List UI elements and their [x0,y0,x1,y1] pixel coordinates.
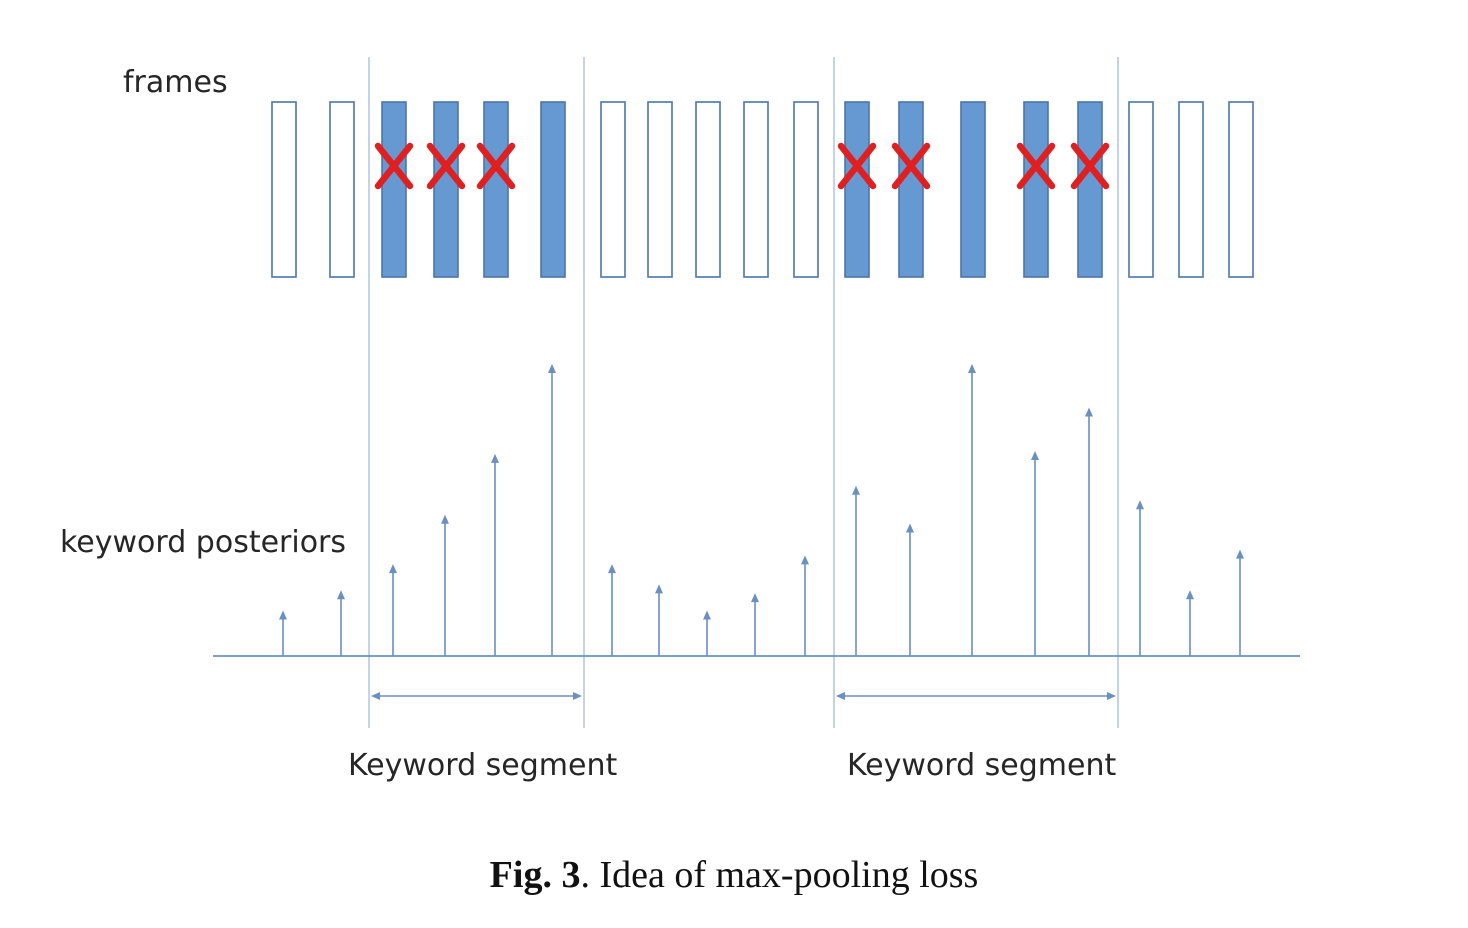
background-frame [647,101,673,278]
segment-arrowhead-right [1107,692,1116,700]
keyword-frame [381,101,407,278]
keyword-frame [433,101,459,278]
posterior-arrowhead [389,564,397,574]
posterior-arrowhead [548,364,556,373]
posterior-arrowhead [968,364,976,373]
keyword-frame [960,101,986,278]
posterior-arrowhead [491,453,499,463]
cross-mark [476,142,516,190]
caption-separator: . [580,854,590,896]
posterior-arrowhead [1031,451,1039,460]
posterior-arrowhead [608,564,616,574]
cross-mark [1016,142,1056,190]
cross-mark [1070,142,1110,190]
keyword-frame [1077,101,1103,278]
background-frame [1228,101,1254,278]
segment-arrowhead-right [573,692,582,700]
figure-caption: Fig. 3. Idea of max-pooling loss [0,856,1468,894]
background-frame [793,101,819,278]
keyword-frame [540,101,566,278]
segment-boundaries [368,57,1119,728]
posterior-arrowhead [655,584,663,594]
figure-number: Fig. 3 [489,854,581,896]
cross-mark [891,142,931,190]
posterior-arrowhead [703,610,711,620]
posterior-arrowhead [852,485,860,495]
segment-label-left: Keyword segment [348,748,618,783]
posterior-arrowhead [1136,500,1144,510]
keyword-frame [483,101,509,278]
keyword-frame [1023,101,1049,278]
posterior-arrowhead [1085,407,1093,417]
frames-label: frames [123,65,228,100]
background-frame [1178,101,1204,278]
background-frame [743,101,769,278]
posterior-stems [279,364,1244,656]
background-frame [329,101,355,278]
cross-mark [426,142,466,190]
segment-label-right: Keyword segment [847,748,1117,783]
cross-mark [374,142,414,190]
caption-text: Idea of max-pooling loss [589,854,979,896]
background-frame [695,101,721,278]
posterior-arrowhead [337,590,345,600]
segment-arrowhead-left [836,692,845,700]
posterior-arrowhead [1236,549,1244,559]
posterior-arrowhead [441,514,449,524]
posteriors-label: keyword posteriors [60,525,347,560]
frame-row [271,101,1254,278]
posterior-arrowhead [801,555,809,565]
posterior-arrowhead [279,610,287,620]
posterior-arrowhead [1186,590,1194,600]
posterior-arrowhead [751,593,759,603]
dropped-frame-marks [374,142,1110,190]
background-frame [600,101,626,278]
segment-arrowhead-left [371,692,380,700]
segment-arrows [371,692,1116,700]
keyword-frame [844,101,870,278]
keyword-frame [898,101,924,278]
background-frame [271,101,297,278]
background-frame [1128,101,1154,278]
cross-mark [837,142,877,190]
posterior-arrowhead [906,523,914,533]
